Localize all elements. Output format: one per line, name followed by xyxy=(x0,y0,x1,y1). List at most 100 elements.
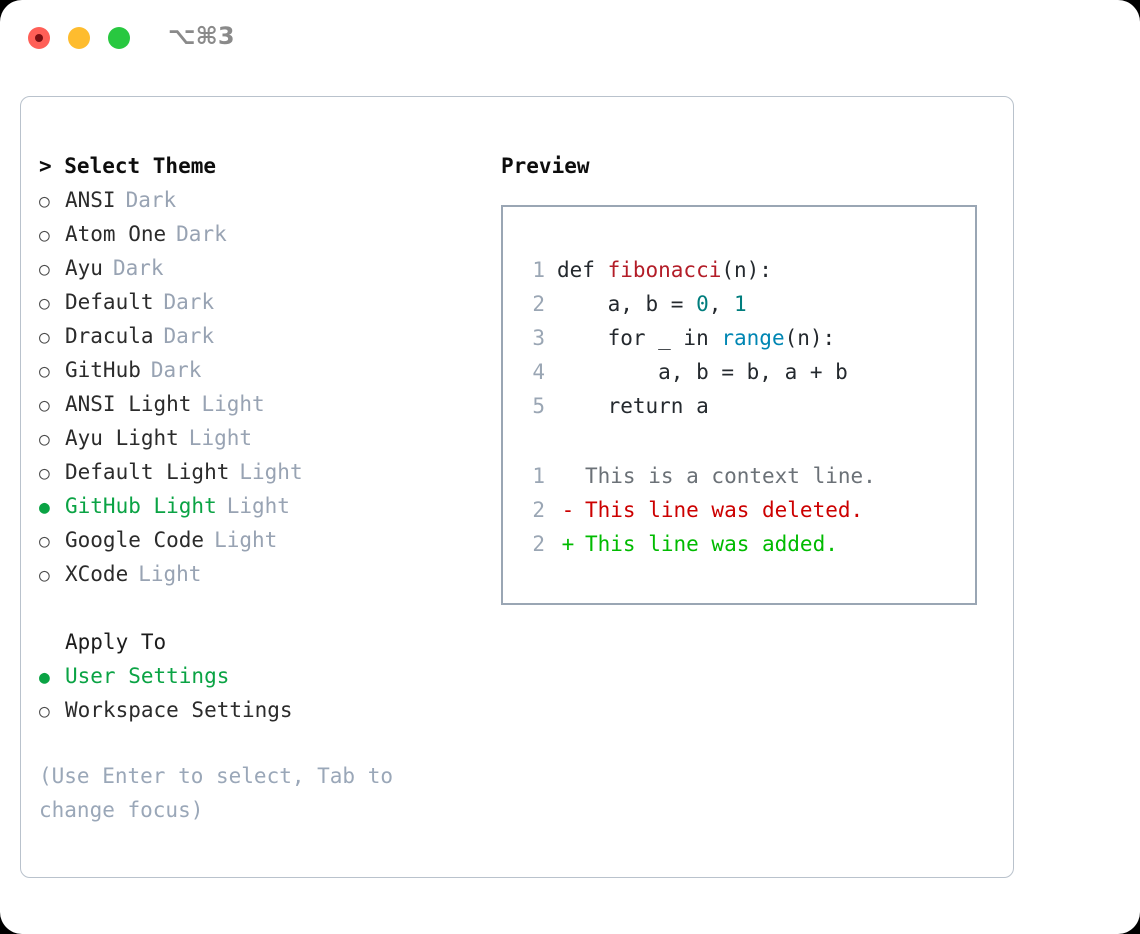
code-token: a, b = xyxy=(557,292,697,316)
radio-icon[interactable]: ○ xyxy=(39,293,50,314)
code-token: a, b = b, a + b xyxy=(557,360,848,384)
code-text: return a xyxy=(557,389,709,423)
radio-icon[interactable]: ○ xyxy=(39,463,50,484)
theme-variant-tag: Dark xyxy=(112,256,164,280)
radio-icon-selected[interactable]: ● xyxy=(39,667,50,688)
apply-option-user-settings[interactable]: ● User Settings xyxy=(39,659,479,693)
theme-list-item[interactable]: ○ Default Light Light xyxy=(39,455,479,489)
theme-variant-tag: Light xyxy=(201,392,265,416)
theme-name: Ayu Light xyxy=(65,426,179,450)
theme-name: Atom One xyxy=(65,222,167,246)
radio-icon[interactable]: ○ xyxy=(39,395,50,416)
close-button[interactable] xyxy=(28,27,50,49)
theme-name: GitHub Light xyxy=(65,494,217,518)
theme-list-item[interactable]: ○ Default Dark xyxy=(39,285,479,319)
theme-name: ANSI Light xyxy=(65,392,192,416)
radio-icon[interactable]: ○ xyxy=(39,565,50,586)
theme-variant-tag: Light xyxy=(138,562,202,586)
diff-sample: 1 This is a context line. 2 - This line … xyxy=(519,459,969,561)
code-text: a, b = 0, 1 xyxy=(557,287,747,321)
minimize-button[interactable] xyxy=(68,27,90,49)
theme-list-item[interactable]: ○ Google Code Light xyxy=(39,523,479,557)
code-line: 2 a, b = 0, 1 xyxy=(519,287,969,321)
theme-list-item-selected[interactable]: ● GitHub Light Light xyxy=(39,489,479,523)
theme-variant-tag: Light xyxy=(188,426,253,450)
code-line: 3 for _ in range(n): xyxy=(519,321,969,355)
code-token: (n): xyxy=(784,326,836,350)
code-token: return a xyxy=(557,394,709,418)
line-number: 2 xyxy=(532,498,545,522)
theme-picker-column: > Select Theme ○ ANSI Dark ○ Atom One Da… xyxy=(39,149,479,827)
diff-text: This is a context line. xyxy=(585,464,876,488)
code-token: for _ in xyxy=(557,326,722,350)
radio-icon[interactable]: ○ xyxy=(39,191,50,212)
line-number: 1 xyxy=(532,258,545,282)
radio-icon[interactable]: ○ xyxy=(39,429,50,450)
code-token: (n): xyxy=(721,258,772,282)
diff-line-context: 1 This is a context line. xyxy=(519,459,969,493)
select-theme-header: > Select Theme xyxy=(39,154,217,178)
zoom-button[interactable] xyxy=(108,27,130,49)
code-line: 5 return a xyxy=(519,389,969,423)
code-text: a, b = b, a + b xyxy=(557,355,848,389)
theme-name: XCode xyxy=(65,562,129,586)
radio-icon[interactable]: ○ xyxy=(39,259,50,280)
theme-name: Dracula xyxy=(65,324,154,348)
code-token: def xyxy=(557,258,608,282)
radio-icon-selected[interactable]: ● xyxy=(39,497,50,518)
theme-variant-tag: Dark xyxy=(163,290,215,314)
apply-option-label: Workspace Settings xyxy=(65,698,293,722)
theme-variant-tag: Dark xyxy=(125,188,177,212)
theme-variant-tag: Dark xyxy=(176,222,227,246)
title-bar: ⌥⌘3 xyxy=(0,0,1140,76)
radio-icon[interactable]: ○ xyxy=(39,361,50,382)
line-number: 5 xyxy=(532,394,545,418)
theme-variant-tag: Light xyxy=(239,460,303,484)
code-token-function: fibonacci xyxy=(607,258,722,282)
keyboard-shortcut-label: ⌥⌘3 xyxy=(168,22,235,50)
code-sample: 1 def fibonacci(n): 2 a, b = 0, 1 3 for … xyxy=(519,253,969,423)
code-token-number: 0 xyxy=(696,292,709,316)
keyboard-hint-text: (Use Enter to select, Tab to change focu… xyxy=(39,764,394,822)
theme-variant-tag: Light xyxy=(226,494,290,518)
theme-list-item[interactable]: ○ ANSI Light Light xyxy=(39,387,479,421)
radio-icon[interactable]: ○ xyxy=(39,531,50,552)
theme-list-item[interactable]: ○ Dracula Dark xyxy=(39,319,479,353)
apply-option-label: User Settings xyxy=(65,664,230,688)
theme-list-item[interactable]: ○ GitHub Dark xyxy=(39,353,479,387)
theme-name: Google Code xyxy=(65,528,205,552)
theme-name: GitHub xyxy=(65,358,141,382)
apply-to-label: Apply To xyxy=(65,630,167,654)
traffic-lights xyxy=(28,27,130,49)
theme-name: Ayu xyxy=(65,256,103,280)
line-number: 1 xyxy=(532,464,545,488)
theme-variant-tag: Dark xyxy=(150,358,202,382)
code-token-call: range xyxy=(721,326,785,350)
code-line: 1 def fibonacci(n): xyxy=(519,253,969,287)
code-text: for _ in range(n): xyxy=(557,321,836,355)
line-number: 2 xyxy=(532,532,545,556)
theme-name: ANSI xyxy=(65,188,116,212)
preview-column: Preview 1 def fibonacci(n): 2 a, b = 0, … xyxy=(501,149,997,605)
apply-option-workspace-settings[interactable]: ○ Workspace Settings xyxy=(39,693,479,727)
preview-header: Preview xyxy=(501,154,590,178)
theme-variant-tag: Dark xyxy=(163,324,215,348)
line-number: 4 xyxy=(532,360,545,384)
theme-list-item[interactable]: ○ XCode Light xyxy=(39,557,479,591)
code-token-number: 1 xyxy=(734,292,747,316)
theme-list-item[interactable]: ○ Ayu Dark xyxy=(39,251,479,285)
diff-marker-plus: + xyxy=(561,532,575,556)
theme-list-item[interactable]: ○ Atom One Dark xyxy=(39,217,479,251)
diff-line-deleted: 2 - This line was deleted. xyxy=(519,493,969,527)
radio-icon[interactable]: ○ xyxy=(39,327,50,348)
radio-icon[interactable]: ○ xyxy=(39,701,50,722)
radio-icon[interactable]: ○ xyxy=(39,225,50,246)
content-panel: > Select Theme ○ ANSI Dark ○ Atom One Da… xyxy=(20,96,1014,878)
theme-list[interactable]: ○ ANSI Dark ○ Atom One Dark ○ Ayu Dark xyxy=(39,183,479,591)
theme-list-item[interactable]: ○ Ayu Light Light xyxy=(39,421,479,455)
diff-text: This line was added. xyxy=(585,532,838,556)
code-line: 4 a, b = b, a + b xyxy=(519,355,969,389)
diff-line-added: 2 + This line was added. xyxy=(519,527,969,561)
theme-list-item[interactable]: ○ ANSI Dark xyxy=(39,183,479,217)
